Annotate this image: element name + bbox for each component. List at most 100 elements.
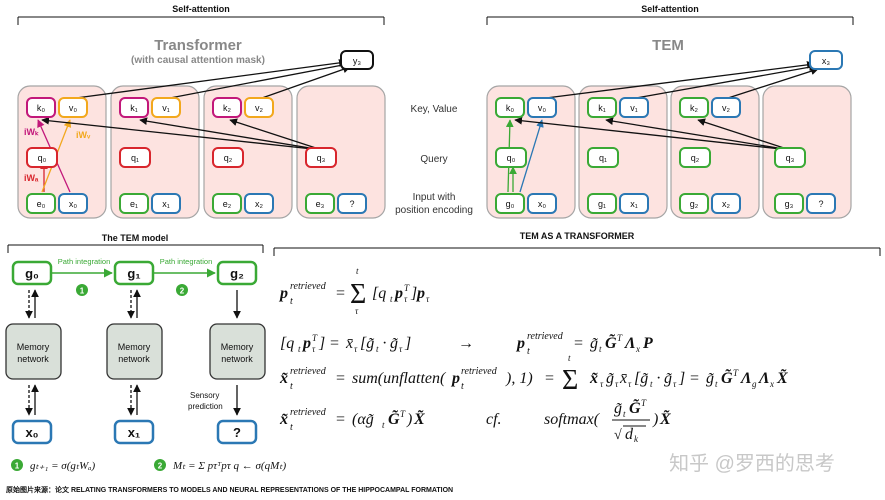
- transformer-value-1-label: v₁: [162, 103, 170, 113]
- tem-model-g0: [11, 260, 53, 286]
- svg-text:τ: τ: [426, 294, 430, 304]
- svg-text:=: =: [330, 335, 339, 352]
- tem-query-3: [774, 147, 806, 168]
- step-2-badge: [176, 284, 188, 296]
- svg-text:d: d: [625, 426, 634, 443]
- tem-as-transformer-header: TEM AS A TRANSFORMER: [273, 231, 881, 256]
- tem-title: TEM: [652, 37, 684, 54]
- tem-model-g2-label: g₂: [230, 266, 244, 281]
- row-label-input-2: position encoding: [395, 205, 473, 216]
- svg-text:G̃: G̃: [629, 398, 641, 417]
- weight-label-wv: iWᵥ: [76, 130, 91, 140]
- bottom-equations: 1 gₜ₊₁ = σ(gₜWₐ) 2 Mₜ = Σ pτᵀpτ q ← σ(qM…: [11, 459, 286, 472]
- transformer-input-x-0: [58, 193, 88, 214]
- tem-query-2-label: q₂: [691, 153, 700, 163]
- svg-text:P: P: [642, 335, 653, 352]
- svg-text:Λ: Λ: [758, 370, 770, 387]
- sensory-prediction-line2: prediction: [188, 402, 223, 411]
- svg-text:→: →: [458, 335, 474, 352]
- svg-text:p: p: [278, 285, 288, 302]
- transformer-input-e-1: [119, 193, 149, 214]
- svg-text:T: T: [617, 333, 623, 343]
- memory-network-0: [5, 323, 62, 380]
- equation-memory: Mₜ = Σ pτᵀpτ q ← σ(qMₜ): [172, 460, 286, 472]
- tem-panels: [486, 85, 852, 219]
- transformer-query-1-label: q₁: [131, 153, 139, 163]
- tem-input-g-2-label: g₂: [690, 199, 699, 209]
- eq-badge-1: [11, 459, 23, 471]
- tem-input-g-2: [679, 193, 709, 214]
- svg-text:τ: τ: [615, 379, 619, 389]
- right-header-title: Self-attention: [641, 4, 699, 14]
- svg-text:t: t: [356, 266, 359, 276]
- svg-text:=: =: [336, 370, 345, 387]
- transformer-input-e-1-label: e₁: [130, 199, 138, 209]
- svg-text:k: k: [634, 434, 639, 444]
- svg-text:Σ: Σ: [562, 365, 578, 396]
- tem-input-x-1: [619, 193, 649, 214]
- transformer-output-y3: [340, 50, 374, 70]
- tem-panel-2: [670, 85, 760, 219]
- svg-text:]: ]: [318, 335, 325, 352]
- step-2-label: 2: [180, 287, 185, 296]
- svg-text:g̃: g̃: [590, 335, 599, 352]
- left-self-attention-header: Self-attention: [17, 4, 385, 25]
- transformer-panels: [17, 85, 386, 219]
- memory-network-2-line2: network: [221, 354, 253, 364]
- svg-text:τ: τ: [355, 306, 359, 316]
- tem-model-x2-label: ?: [233, 425, 241, 440]
- svg-text:T: T: [312, 333, 318, 343]
- transformer-output-label: y₃: [353, 56, 362, 66]
- svg-text:retrieved: retrieved: [527, 331, 564, 342]
- svg-text:retrieved: retrieved: [461, 366, 498, 377]
- tem-input-g-1: [587, 193, 617, 214]
- svg-text:cf.: cf.: [486, 411, 502, 428]
- transformer-key-2: [212, 97, 242, 118]
- transformer-value-0: [58, 97, 88, 118]
- tem-query-1-label: q₁: [599, 153, 607, 163]
- svg-text:X̃: X̃: [659, 409, 671, 428]
- svg-text:p: p: [515, 335, 525, 352]
- tem-input-x-1-label: x₁: [630, 199, 638, 209]
- tem-key-1: [587, 97, 617, 118]
- transformer-input-e-3-label: e₃: [316, 199, 325, 209]
- eq-badge-1-label: 1: [15, 462, 20, 471]
- svg-text:·: ·: [382, 335, 387, 352]
- svg-text:t: t: [650, 379, 653, 389]
- tem-model-header: The TEM model: [7, 233, 264, 253]
- weight-label-wk: iWₖ: [24, 127, 39, 137]
- svg-text:t: t: [290, 381, 293, 392]
- svg-text:[q: [q: [372, 285, 386, 302]
- tem-value-2-label: v₂: [722, 103, 731, 113]
- svg-text:t: t: [382, 420, 385, 430]
- tem-input-g-0: [495, 193, 525, 214]
- svg-text:x: x: [769, 379, 774, 389]
- left-header-title: Self-attention: [172, 4, 230, 14]
- svg-text:=: =: [336, 285, 345, 302]
- svg-text:x̄: x̄: [345, 335, 353, 352]
- tem-model-x0: [11, 419, 53, 445]
- svg-text:√: √: [614, 428, 622, 443]
- eq-badge-2: [154, 459, 166, 471]
- transformer-panel-3: [296, 85, 386, 219]
- tem-model-x1: [113, 419, 155, 445]
- transformer-panel-1: [110, 85, 200, 219]
- svg-text:=: =: [545, 370, 554, 387]
- transformer-key-0: [26, 97, 56, 118]
- transformer-key-1: [119, 97, 149, 118]
- transformer-input-e-2-label: e₂: [223, 199, 232, 209]
- tem-input-g-3-label: g₃: [785, 199, 794, 209]
- tem-arrows: [505, 61, 819, 193]
- svg-text:x̃: x̃: [589, 370, 598, 387]
- svg-text:t: t: [527, 346, 530, 357]
- svg-text:=: =: [690, 370, 699, 387]
- svg-text:X̃: X̃: [776, 368, 788, 387]
- transformer-input-x-2-label: x₂: [255, 199, 264, 209]
- transformer-panel-0: [17, 85, 107, 219]
- transformer-input-e-2: [212, 193, 242, 214]
- tem-value-2: [711, 97, 741, 118]
- svg-text:t: t: [290, 422, 293, 433]
- transformer-input-e-0-label: e₀: [37, 199, 46, 209]
- step-1-badge: [76, 284, 88, 296]
- right-self-attention-header: Self-attention: [486, 4, 854, 25]
